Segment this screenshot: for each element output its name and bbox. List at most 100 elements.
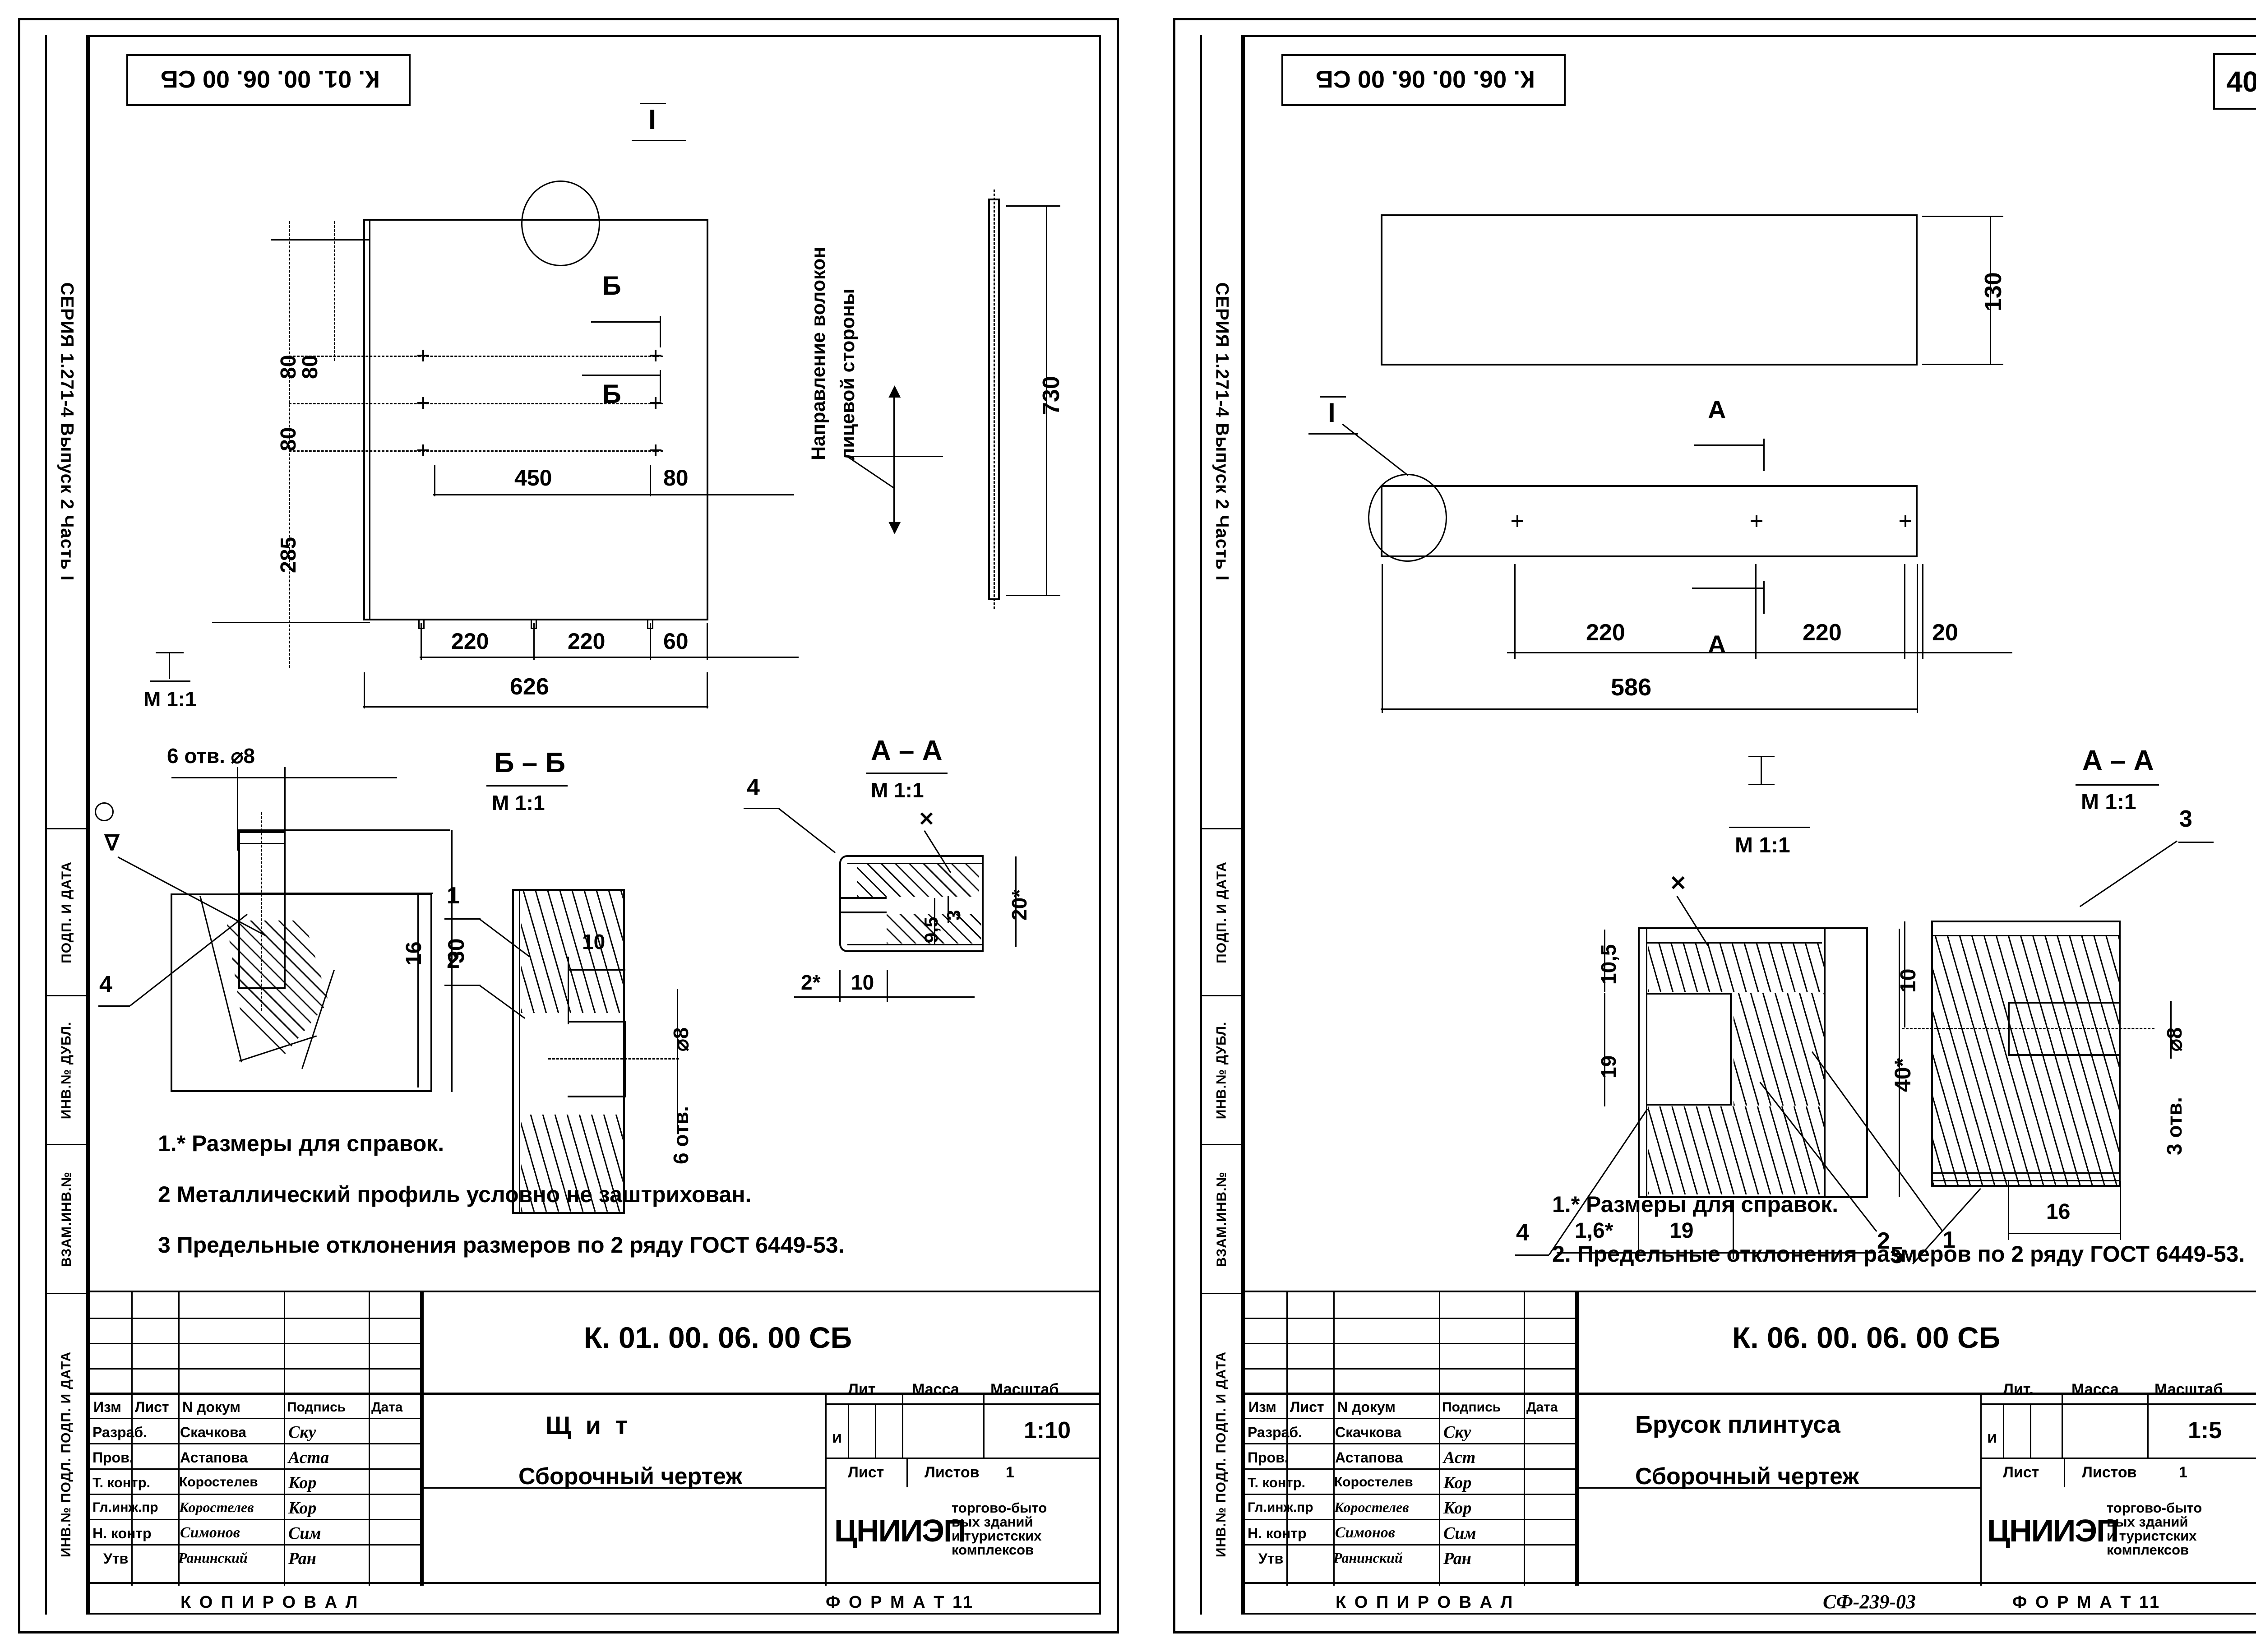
right-format-label: Ф О Р М А Т 11 <box>2012 1593 2161 1612</box>
right-dim-16-ext-right <box>2120 1181 2121 1240</box>
right-dim-19-ext <box>1733 1200 1734 1259</box>
role-razrab-right: Разраб. <box>1248 1424 1303 1440</box>
dim-9-5-AA: 9,5 <box>920 916 942 943</box>
right-tb-sheet-label: Лист <box>2003 1464 2039 1481</box>
dim-285: 285 <box>277 537 300 573</box>
right-dim-586-ext-right <box>1917 564 1918 713</box>
right-detail-callout-circle <box>1368 474 1447 562</box>
tb-divider-right <box>825 1393 827 1586</box>
rev-grid-h10 <box>90 1544 421 1546</box>
name-razrab-right: Скачкова <box>1335 1424 1401 1440</box>
org-name-line-2: вых зданий <box>952 1514 1033 1530</box>
right-dim-1-6-ext <box>1638 1200 1639 1259</box>
tb-lit-sub2 <box>875 1403 876 1458</box>
detail-callout-label-I: I <box>648 104 656 135</box>
signature-tkontr: Кор <box>288 1473 317 1492</box>
pos-label-2-BB: 2 <box>447 947 460 973</box>
margin-label-podp-data-right: ПОДП. И ДАТА <box>1214 861 1229 963</box>
surface-finish-symbol: ∇ <box>105 831 120 855</box>
rev-grid-r-h3 <box>1245 1368 1576 1370</box>
name-utv-right: Ранинский <box>1333 1550 1403 1566</box>
right-dim-220-a: 220 <box>1586 620 1625 646</box>
rev-grid-r-h7 <box>1245 1468 1576 1470</box>
right-title-block: Изм Лист N докум Подпись Дата Разраб. Ск… <box>1243 1291 2256 1586</box>
dim-16-line <box>417 893 419 1087</box>
section-mark-A-bottom: А <box>1708 630 1726 658</box>
margin-label-vzam-inv-right: ВЗАМ.ИНВ.№ <box>1214 1171 1229 1267</box>
left-code-box: К. 01. 00. 06. 00 СБ <box>126 54 411 106</box>
dim-80-b: 80 <box>298 355 322 379</box>
dim-80-horizontal: 80 <box>663 465 689 491</box>
section-A-arrow-top <box>1694 444 1764 446</box>
role-tkontr-right: Т. контр. <box>1248 1475 1306 1490</box>
right-detail-I-scale: М 1:1 <box>1735 833 1790 857</box>
role-utv: Утв <box>103 1550 129 1567</box>
extension-tick <box>271 239 338 241</box>
detail-I-holes-label: 6 отв. ⌀8 <box>167 744 255 768</box>
name-nkontr: Симонов <box>180 1524 240 1541</box>
margin-cell-serial-right: СЕРИЯ 1.271-4 Выпуск 2 Часть I <box>1202 35 1241 829</box>
name-tkontr: Коростелев <box>179 1475 258 1490</box>
right-section-AA-body <box>1931 921 2121 1187</box>
rev-grid-r-h10 <box>1245 1544 1576 1546</box>
dim-130-tick-top <box>1922 216 2003 217</box>
right-dim-40: 40* <box>1890 1058 1915 1092</box>
dim-ext-3 <box>650 623 651 660</box>
margin-cell-inv-dubl: ИНВ.№ ДУБЛ. <box>47 996 86 1145</box>
right-side-view <box>1381 485 1918 557</box>
hole-mark-right <box>1751 515 1762 527</box>
rev-grid-h7 <box>90 1468 421 1470</box>
surface-finish-symbol-AA: ✕ <box>918 808 935 830</box>
dim-730-lower-tick <box>1006 595 1060 596</box>
col-header-izm: Изм <box>93 1399 121 1415</box>
dim-ext-626-right <box>707 672 708 708</box>
right-section-AA-title: А – А <box>2082 745 2154 776</box>
left-tb-org-logo: ЦНИИЭП <box>834 1513 966 1548</box>
tb-divider-main-right <box>1576 1292 1579 1586</box>
right-section-AA-scale: М 1:1 <box>2081 790 2136 814</box>
section-A-arrow-bottom <box>1692 588 1764 589</box>
detail-I-scale-label: М 1:1 <box>143 687 197 711</box>
rev-grid-r-v3 <box>1439 1292 1440 1586</box>
left-tb-sheets-value: 1 <box>1006 1464 1014 1481</box>
tb-divider-code <box>421 1393 1101 1395</box>
right-tb-mass-label: Масса <box>2071 1381 2119 1398</box>
dim-ext-450-left <box>434 465 435 496</box>
right-top-view <box>1381 214 1918 366</box>
col-header-data: Дата <box>371 1400 403 1415</box>
col-header-data-right: Дата <box>1526 1400 1558 1415</box>
dim-10-ext-AA <box>887 970 888 1002</box>
dim-130-line <box>1990 216 1991 365</box>
right-pos-1: 1 <box>1942 1227 1956 1253</box>
right-pos-4: 4 <box>1516 1220 1529 1246</box>
dim-20-AA: 20* <box>1008 889 1031 921</box>
dim-450: 450 <box>514 465 552 491</box>
signature-prov-right: Аст <box>1443 1448 1476 1467</box>
rev-grid-h4 <box>90 1393 421 1395</box>
section-arrow-line-B-bottom <box>582 375 661 376</box>
right-detail-I-skin-top <box>1646 942 1822 944</box>
left-tb-sheet-label: Лист <box>848 1464 884 1481</box>
right-pos-4-leader-h <box>1515 1254 1549 1256</box>
right-tb-drawing-code: К. 06. 00. 06. 00 СБ <box>1732 1321 2001 1354</box>
right-tb-lit-value: и <box>1987 1428 1997 1446</box>
right-detail-I-break-line <box>1824 927 1826 1198</box>
right-detail-I-profile <box>1638 927 1868 1198</box>
right-dim-diam8: ⌀8 <box>2163 1027 2186 1051</box>
rev-grid-h8 <box>90 1494 421 1495</box>
grain-direction-note-line1: Направление волокон <box>808 246 829 460</box>
detail-callout-underline-I <box>632 140 686 141</box>
left-tb-scale-value: 1:10 <box>1024 1417 1071 1444</box>
tb-sheet-v <box>906 1458 908 1487</box>
dim-line-450-80 <box>433 494 794 495</box>
right-dim-bottom-line <box>1557 1252 1872 1254</box>
hole-edge-marker <box>418 619 425 629</box>
rev-grid-v1 <box>131 1292 133 1586</box>
role-razrab: Разраб. <box>92 1424 148 1440</box>
section-A-tick-top <box>1763 439 1765 471</box>
dim-line-626 <box>363 706 708 708</box>
rev-grid-r-h4 <box>1245 1393 1576 1395</box>
tb-divider-main <box>421 1292 424 1586</box>
detail-I-hole-ext-right <box>284 767 286 851</box>
